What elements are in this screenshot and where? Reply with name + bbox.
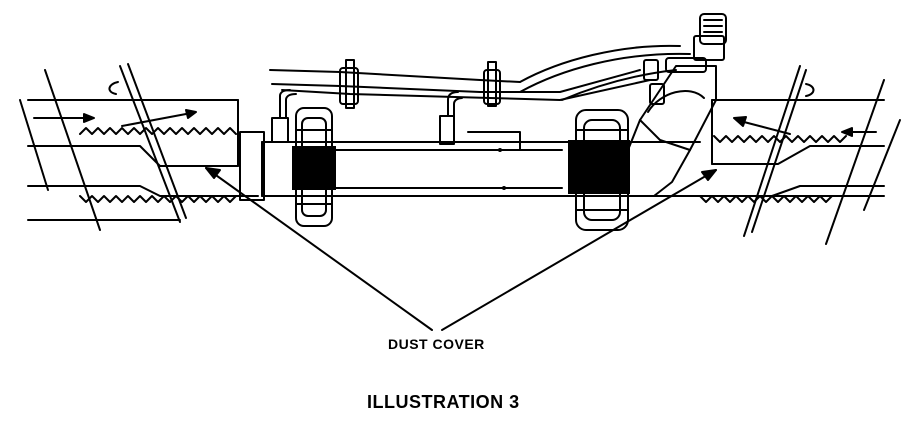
dust-cover-label: DUST COVER [388, 336, 485, 352]
right-frame [699, 65, 901, 245]
figure-caption: ILLUSTRATION 3 [367, 392, 520, 412]
steering-gear-body [627, 13, 727, 197]
right-mount-bushing [568, 109, 630, 231]
right-boot [699, 135, 857, 203]
left-mount-bushing [292, 107, 336, 227]
dust-cover-leader-lines [205, 167, 717, 331]
left-flow-arrows [33, 109, 197, 127]
right-flow-arrows [733, 116, 877, 137]
left-boot [55, 127, 259, 203]
left-frame [19, 63, 239, 231]
hydraulic-lines [269, 44, 691, 119]
